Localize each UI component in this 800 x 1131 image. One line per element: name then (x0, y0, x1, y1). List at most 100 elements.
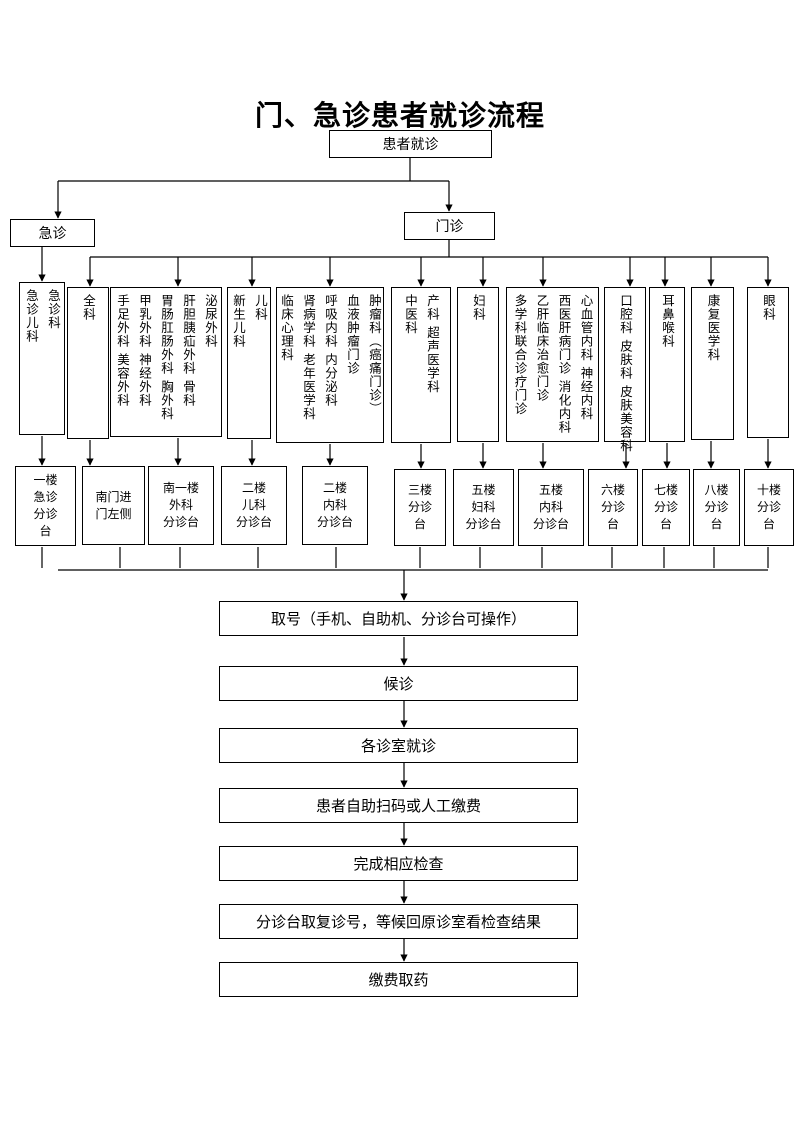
step-take-number: 取号（手机、自助机、分诊台可操作） (219, 601, 578, 636)
triage-line: 五楼 (471, 483, 496, 497)
dept-box-ent: 耳鼻喉科 (649, 287, 685, 442)
triage-box-9: 六楼分诊台 (588, 469, 638, 546)
triage-line: 急诊 (33, 490, 58, 504)
dept-label: 手足外科 美容外科 (115, 294, 130, 407)
triage-box-3: 南一楼外科分诊台 (148, 466, 214, 545)
dept-label: 急诊儿科 (24, 289, 39, 343)
triage-box-1: 一楼急诊分诊台 (15, 466, 76, 546)
triage-line: 分诊 (407, 500, 432, 514)
triage-line: 台 (606, 517, 619, 531)
page-title: 门、急诊患者就诊流程 (254, 99, 545, 132)
dept-label: 肝胆胰疝外科 骨科 (181, 294, 196, 407)
triage-line: 分诊台 (532, 517, 569, 531)
dept-box-rehab: 康复医学科 (691, 287, 734, 440)
triage-line: 分诊 (600, 500, 625, 514)
triage-line: 内科 (538, 500, 563, 514)
triage-line: 南一楼 (162, 481, 199, 495)
triage-box-4: 二楼儿科分诊台 (221, 466, 287, 545)
dept-label: 泌尿外科 (203, 294, 218, 348)
triage-line: 分诊台 (316, 515, 353, 529)
dept-label: 新生儿科 (231, 294, 246, 348)
triage-line: 分诊台 (235, 515, 272, 529)
triage-line: 台 (39, 524, 52, 538)
dept-box-obstetrics: 产科 超声医学科中医科 (391, 287, 451, 443)
dept-label: 心血管内科 神经内科 (578, 294, 594, 421)
triage-box-2: 南门进门左侧 (82, 466, 145, 545)
dept-box-emergency: 急诊科急诊儿科 (19, 282, 65, 435)
dept-label: 血液肿瘤门诊 (345, 294, 360, 375)
dept-label: 肾病学科 老年医学科 (301, 294, 316, 421)
triage-line: 妇科 (471, 500, 496, 514)
triage-line: 分诊 (756, 500, 781, 514)
dept-box-internal: 肿瘤科（癌痛门诊） 血液肿瘤门诊呼吸内科 内分泌科肾病学科 老年医学科临床心理科 (276, 287, 384, 443)
triage-line: 二楼 (322, 481, 347, 495)
triage-line: 分诊台 (465, 517, 502, 531)
triage-line: 八楼 (704, 483, 729, 497)
step-wait: 候诊 (219, 666, 578, 701)
emergency-box: 急诊 (10, 219, 95, 247)
triage-line: 二楼 (241, 481, 266, 495)
outpatient-box: 门诊 (404, 212, 495, 240)
root-box: 患者就诊 (329, 130, 492, 158)
step-revisit: 分诊台取复诊号，等候回原诊室看检查结果 (219, 904, 578, 939)
triage-box-10: 七楼分诊台 (642, 469, 690, 546)
dept-box-surgery: 泌尿外科肝胆胰疝外科 骨科胃肠肛肠外科 胸外科甲乳外科 神经外科手足外科 美容外… (110, 287, 222, 437)
dept-label: 胃肠肛肠外科 胸外科 (159, 294, 174, 421)
dept-label: 眼科 (761, 294, 776, 321)
triage-line: 门左侧 (95, 506, 132, 521)
dept-label: 儿科 (253, 294, 268, 321)
triage-line: 分诊台 (162, 515, 199, 529)
triage-box-12: 十楼分诊台 (744, 469, 794, 546)
triage-line: 外科 (168, 498, 193, 512)
triage-box-11: 八楼分诊台 (693, 469, 740, 546)
triage-line: 一楼 (33, 473, 58, 487)
dept-label: 中医科 (403, 294, 418, 335)
dept-label: 妇科 (471, 294, 486, 321)
dept-label: 多学科联合诊疗门诊 (512, 294, 528, 416)
dept-label: 产科 超声医学科 (425, 294, 440, 394)
triage-line: 台 (762, 517, 775, 531)
dept-label: 口腔科 皮肤科 皮肤美容科 (618, 294, 633, 453)
dept-label: 急诊科 (46, 289, 61, 330)
triage-line: 七楼 (653, 483, 678, 497)
triage-line: 分诊 (33, 507, 58, 521)
triage-line: 分诊 (704, 500, 729, 514)
triage-line: 六楼 (600, 483, 625, 497)
triage-line: 儿科 (241, 498, 266, 512)
emergency-label: 急诊 (38, 226, 67, 242)
dept-box-ophthalmology: 眼科 (747, 287, 789, 438)
dept-label: 乙肝临床治愈门诊 (534, 294, 550, 402)
root-label: 患者就诊 (382, 137, 439, 153)
dept-box-internal5: 心血管内科 神经内科西医肝病门诊 消化内科乙肝临床治愈门诊多学科联合诊疗门诊 (506, 287, 599, 442)
dept-label: 临床心理科 (279, 294, 294, 362)
dept-label: 耳鼻喉科 (660, 294, 675, 348)
dept-label: 全科 (81, 294, 96, 321)
step-consult: 各诊室就诊 (219, 728, 578, 763)
triage-box-5: 二楼内科分诊台 (302, 466, 368, 545)
triage-box-8: 五楼内科分诊台 (518, 469, 584, 546)
dept-box-general: 全科 (67, 287, 109, 439)
step-examination: 完成相应检查 (219, 846, 578, 881)
dept-box-pediatrics: 儿科新生儿科 (227, 287, 271, 439)
triage-line: 台 (413, 517, 426, 531)
triage-line: 台 (659, 517, 672, 531)
triage-line: 五楼 (538, 483, 563, 497)
step-payment: 患者自助扫码或人工缴费 (219, 788, 578, 823)
step-pharmacy: 缴费取药 (219, 962, 578, 997)
dept-label: 肿瘤科（癌痛门诊） (367, 294, 382, 416)
triage-box-6: 三楼分诊台 (394, 469, 446, 546)
triage-line: 内科 (322, 498, 347, 512)
dept-label: 甲乳外科 神经外科 (137, 294, 152, 407)
triage-box-7: 五楼妇科分诊台 (453, 469, 514, 546)
dept-box-gynecology: 妇科 (457, 287, 499, 442)
dept-label: 西医肝病门诊 消化内科 (556, 294, 572, 434)
dept-box-stomatology: 口腔科 皮肤科 皮肤美容科 (604, 287, 646, 453)
outpatient-label: 门诊 (435, 219, 464, 235)
triage-line: 三楼 (407, 483, 432, 497)
triage-line: 南门进 (95, 489, 132, 504)
dept-label: 呼吸内科 内分泌科 (323, 294, 338, 407)
triage-line: 台 (710, 517, 723, 531)
triage-line: 分诊 (653, 500, 678, 514)
dept-label: 康复医学科 (705, 294, 721, 362)
